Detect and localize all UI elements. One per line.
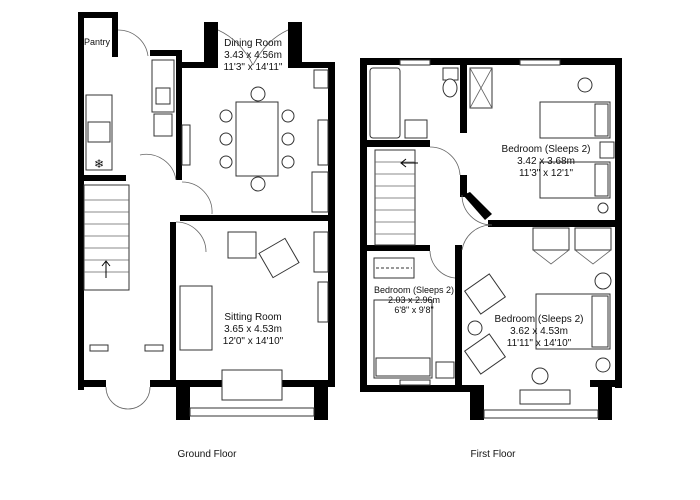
bedroom-3-metric: 3.62 x 4.53m — [510, 326, 568, 337]
ground-floor-caption: Ground Floor — [178, 449, 238, 460]
snowflake-icon: ❄ — [94, 157, 104, 171]
first-floor-fixtures — [369, 67, 615, 405]
sitting-furniture — [179, 231, 329, 401]
room-label-bedroom-2: Bedroom (Sleeps 2) — [374, 285, 454, 295]
room-label-sitting-room: Sitting Room — [224, 312, 281, 323]
first-floor-plan: Bedroom (Sleeps 2) 3.42 x 3.68m 11'3" x … — [360, 58, 622, 460]
dining-table — [219, 86, 295, 192]
room-label-pantry: Pantry — [84, 37, 111, 47]
staircase — [83, 184, 130, 291]
bedroom-2-imperial: 6'8" x 9'8" — [394, 305, 433, 315]
staircase-first-floor — [374, 149, 418, 246]
toilet — [442, 67, 459, 81]
room-label-bedroom-1: Bedroom (Sleeps 2) — [502, 144, 591, 155]
bedroom-1-metric: 3.42 x 3.68m — [517, 156, 575, 167]
ground-floor-walls — [78, 12, 335, 420]
room-label-dining-room: Dining Room — [224, 38, 282, 49]
sitting-room-imperial: 12'0" x 14'10" — [223, 336, 284, 347]
ground-floor-plan: ❄ — [78, 12, 335, 460]
first-floor-walls — [360, 58, 622, 420]
dining-room-metric: 3.43 x 4.56m — [224, 50, 282, 61]
bedroom-3-imperial: 11'11" x 14'10" — [507, 338, 572, 349]
hob-icon — [87, 121, 111, 143]
bedroom-2-metric: 2.03 x 2.96m — [388, 295, 440, 305]
sitting-room-metric: 3.65 x 4.53m — [224, 324, 282, 335]
bathtub — [369, 67, 401, 139]
ground-floor-fixtures: ❄ — [83, 29, 329, 410]
bedroom-1-imperial: 11'3" x 12'1" — [519, 168, 574, 179]
room-label-bedroom-3: Bedroom (Sleeps 2) — [495, 314, 584, 325]
first-floor-caption: First Floor — [471, 449, 517, 460]
dining-room-imperial: 11'3" x 14'11" — [224, 62, 283, 73]
washbasin — [404, 119, 428, 139]
